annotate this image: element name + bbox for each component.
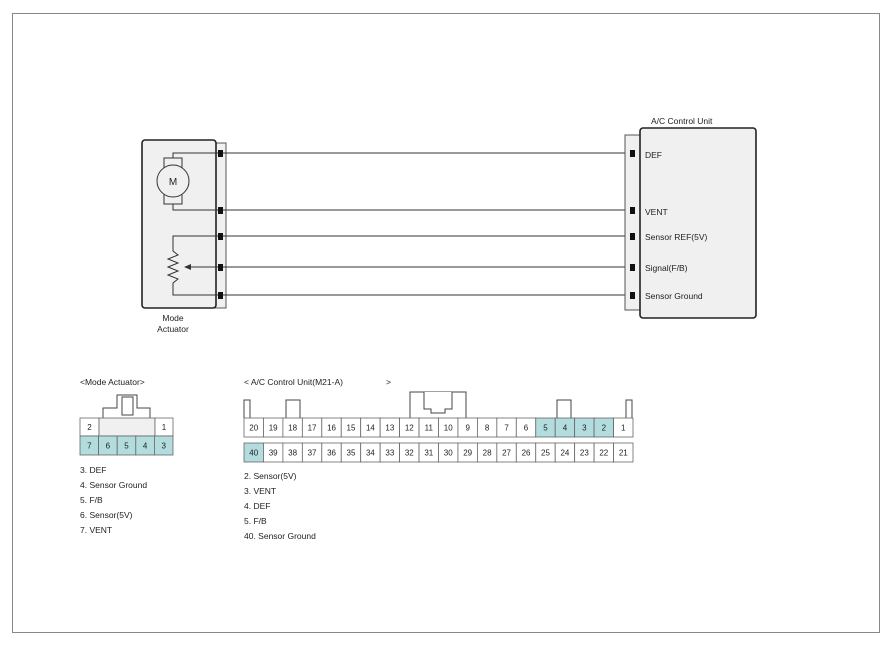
acu-body (639, 127, 757, 319)
pin-number: 3 (582, 424, 587, 433)
motor-icon: M (156, 152, 219, 211)
pin-number: 39 (269, 449, 278, 458)
wires (223, 152, 630, 296)
pin-number: 2 (602, 424, 607, 433)
pin-number: 29 (463, 449, 472, 458)
acu-connector-bottom-row: 40 39 38 37 36 35 34 33 32 31 30 29 28 27 26 25 24 23 22 21 (243, 442, 634, 463)
acu-legend-item: 5. F/B (244, 516, 267, 526)
pin-number: 6 (106, 442, 111, 451)
pin-number: 4 (143, 442, 148, 451)
potentiometer-icon (166, 235, 219, 296)
pin-number: 21 (619, 449, 628, 458)
pin-label: 1 (162, 423, 167, 432)
pin-number: 17 (308, 424, 317, 433)
pin-number: 24 (560, 449, 569, 458)
acu-pin-label: Signal(F/B) (645, 263, 688, 273)
pin-number: 15 (347, 424, 356, 433)
pin-cell (613, 442, 634, 463)
acu-connector-latches (243, 391, 633, 418)
pin-number: 19 (269, 424, 278, 433)
mode-actuator-connector: <Mode Actuator> 2 1 7 6 5 4 3 3. DEF 4. Sens… (79, 377, 174, 535)
mode-legend-item: 5. F/B (80, 495, 103, 505)
pin-number: 31 (424, 449, 433, 458)
actuator-label-line2: Actuator (157, 324, 189, 334)
mode-legend-item: 3. DEF (80, 465, 106, 475)
pin-number: 3 (161, 442, 166, 451)
actuator-pin-markers (218, 150, 223, 299)
pin-number: 28 (483, 449, 492, 458)
acu-legend-item: 3. VENT (244, 486, 276, 496)
motor-symbol: M (169, 177, 177, 188)
pin-number: 26 (522, 449, 531, 458)
mode-connector-latch (102, 394, 151, 418)
pin-number: 33 (385, 449, 394, 458)
actuator-body (141, 139, 217, 309)
mode-legend-item: 4. Sensor Ground (80, 480, 147, 490)
pin-number: 16 (327, 424, 336, 433)
pin-number: 5 (543, 424, 548, 433)
pin-number: 7 (504, 424, 509, 433)
pin-number: 5 (124, 442, 129, 451)
pin-number: 32 (405, 449, 414, 458)
acu-connector-strip (624, 134, 642, 311)
acu-legend-item: 4. DEF (244, 501, 270, 511)
pin-number: 25 (541, 449, 550, 458)
acu-pin-label: Sensor REF(5V) (645, 232, 708, 242)
pin-number: 40 (249, 449, 258, 458)
pin-number: 27 (502, 449, 511, 458)
pin-number: 14 (366, 424, 375, 433)
diagram-frame (12, 13, 880, 633)
pin-number: 4 (563, 424, 568, 433)
mode-legend-item: 7. VENT (80, 525, 112, 535)
mode-legend-item: 6. Sensor(5V) (80, 510, 133, 520)
acu-connector-title: < A/C Control Unit(M21-A) (244, 377, 343, 387)
pin-number: 22 (599, 449, 608, 458)
ac-control-unit: A/C Control Unit DEF VENT Sensor REF(5V)… (624, 116, 757, 319)
acu-legend-item: 2. Sensor(5V) (244, 471, 297, 481)
pin-number: 30 (444, 449, 453, 458)
pin-number: 20 (249, 424, 258, 433)
actuator-label-line1: Mode (162, 313, 184, 323)
acu-pin-label: Sensor Ground (645, 291, 703, 301)
pin-number: 8 (485, 424, 490, 433)
pin-number: 38 (288, 449, 297, 458)
acu-title: A/C Control Unit (651, 116, 713, 126)
pin-number: 34 (366, 449, 375, 458)
pin-number: 18 (288, 424, 297, 433)
pin-number: 9 (465, 424, 470, 433)
pin-number: 12 (405, 424, 414, 433)
acu-pin-label: DEF (645, 150, 662, 160)
pin-number: 13 (385, 424, 394, 433)
acu-pin-label: VENT (645, 207, 668, 217)
acu-connector-title-end: > (386, 377, 391, 387)
pin-number: 7 (87, 442, 92, 451)
acu-legend-item: 40. Sensor Ground (244, 531, 316, 541)
pin-number: 36 (327, 449, 336, 458)
pin-number: 35 (347, 449, 356, 458)
pin-number: 11 (425, 424, 434, 433)
pin-label: 2 (87, 423, 92, 432)
pin-cell (613, 417, 634, 438)
pin-cell (153, 435, 174, 456)
pin-number: 37 (308, 449, 317, 458)
pin-number: 6 (524, 424, 529, 433)
pin-number: 23 (580, 449, 589, 458)
pin-number: 1 (621, 424, 626, 433)
acu-pin-markers (630, 150, 635, 299)
mode-connector-title: <Mode Actuator> (80, 377, 145, 387)
mode-actuator: M Mode Actuator (141, 139, 227, 334)
pin-number: 10 (444, 424, 453, 433)
mode-connector-top-row: 2 1 (79, 417, 174, 437)
acu-connector-top-row: 20 19 18 17 16 15 14 13 12 11 10 9 8 7 6 5 4 3 2 1 (243, 417, 634, 438)
mode-connector-bottom-row: 7 6 5 4 3 (79, 435, 174, 456)
